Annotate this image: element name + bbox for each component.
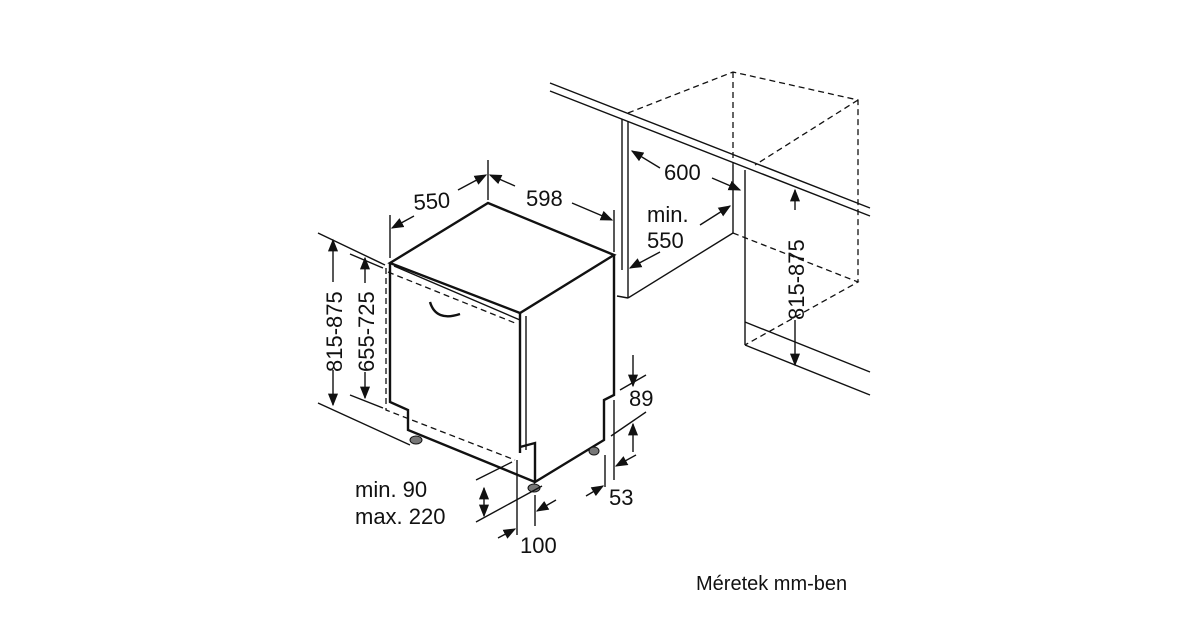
units-caption: Méretek mm-ben — [696, 573, 847, 595]
width-label: 598 — [526, 186, 563, 211]
niche-width-label: 600 — [664, 160, 701, 185]
niche-depth-value-label: 550 — [647, 228, 684, 253]
niche-depth-min-label: min. — [647, 202, 689, 227]
foot-max-label: max. 220 — [355, 504, 446, 529]
plinth-height-label: 89 — [629, 386, 653, 411]
dishwasher-body — [385, 201, 617, 493]
niche-height-label: 815-875 — [784, 239, 809, 320]
door-height-label: 655-725 — [354, 291, 379, 372]
foot-min-label: min. 90 — [355, 477, 427, 502]
adjustable-feet — [409, 435, 600, 493]
foot-depth-label: 100 — [520, 533, 557, 558]
dimension-lines — [317, 150, 801, 539]
depth-label: 550 — [413, 187, 451, 215]
plinth-setback-label: 53 — [609, 485, 633, 510]
cabinet-niche — [549, 71, 871, 396]
total-height-label: 815-875 — [322, 291, 347, 372]
door-handle — [428, 301, 461, 318]
